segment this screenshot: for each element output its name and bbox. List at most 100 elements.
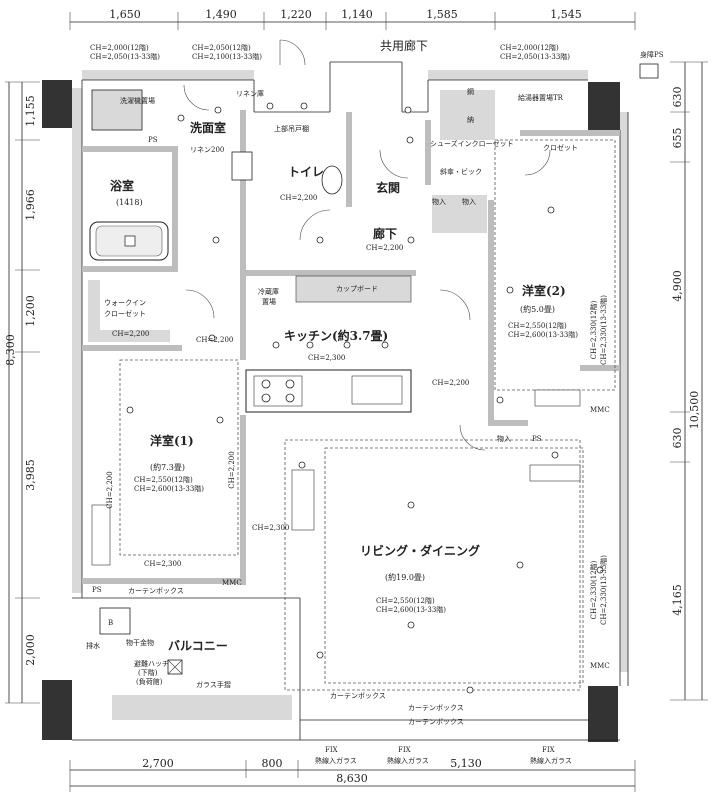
balcony-label: バルコニー [168, 639, 228, 653]
dim-bottom-total: 8,630 [336, 772, 368, 785]
fridge-label-2: 置場 [262, 297, 276, 306]
room-labels: 共用廊下 洗面室 浴室 (1418) トイレ 玄関 廊下 キッチン(約3.7畳)… [110, 38, 566, 653]
ch-corr: CH=2,200 [196, 336, 233, 344]
ch-toilet-1: CH=2,050(12階) [192, 43, 251, 52]
ch-wic: CH=2,200 [112, 330, 149, 338]
ch-washroom-1: CH=2,000(12階) [90, 43, 149, 52]
ch-living-v2: CH=2,330(13-33階) [599, 555, 608, 625]
dim-top-5: 1,585 [426, 8, 458, 21]
living-size-label: (約19.0畳) [385, 572, 425, 582]
left-dimensions: 1,155 1,966 1,200 3,985 2,000 8,300 [4, 81, 40, 704]
wic-label-2: クローゼット [104, 309, 146, 318]
ch-toilet-3: CH=2,200 [280, 194, 317, 202]
fix-label-1: FIX [325, 746, 338, 754]
bottom-dimensions: 2,700 800 5,130 8,630 [69, 757, 636, 792]
shoe-closet-label: シューズインクローゼット [430, 139, 514, 148]
mmc-label-1: MMC [222, 579, 242, 587]
ch-shoe-1: CH=2,000(12階) [500, 43, 559, 52]
entrance-label: 玄関 [376, 180, 400, 195]
linen200-label: リネン200 [190, 146, 224, 154]
ch-western1-2: CH=2,600(13-33階) [134, 484, 204, 493]
kitchen-label: キッチン(約3.7畳) [284, 328, 388, 343]
bath-size-label: (1418) [116, 198, 143, 207]
linen-label: リネン庫 [236, 89, 264, 98]
dim-top-1: 1,650 [109, 8, 141, 21]
dwa-label-2: 納 [467, 115, 474, 124]
ch-shoe-2: CH=2,050(13-33階) [500, 52, 570, 61]
dim-bottom-1: 2,700 [142, 757, 174, 770]
mmc-label-3: MMC [590, 662, 610, 670]
top-dimensions: 1,650 1,490 1,220 1,140 1,585 1,545 [69, 8, 636, 30]
fixtures [88, 39, 659, 720]
drying-label: 物干金物 [126, 638, 154, 647]
ch-kitchen-2: CH=2,200 [432, 379, 469, 387]
ch-hall: CH=2,200 [366, 244, 403, 252]
ch-western1-right: CH=2,200 [228, 451, 236, 488]
western1-size-label: (約7.3畳) [150, 462, 185, 472]
ps-label-2: PS [92, 586, 102, 594]
dim-left-2: 1,966 [24, 189, 37, 221]
dim-right-4: 630 [671, 428, 684, 449]
ch-living-2: CH=2,600(13-33階) [376, 605, 446, 614]
ch-kitchen: CH=2,300 [308, 354, 345, 362]
fridge-label-1: 冷蔵庫 [258, 287, 279, 296]
dim-right-5: 4,165 [671, 584, 684, 616]
ps-label-1: PS [148, 136, 158, 144]
dim-bottom-2: 800 [262, 757, 283, 770]
ch-toilet-2: CH=2,100(13-33階) [192, 52, 262, 61]
laundry-label: 洗濯機置場 [120, 96, 155, 105]
ps-label-3: PS [532, 435, 542, 443]
upper-cabinet-label: 上部吊戸棚 [274, 124, 309, 133]
curtain-box-label-4: カーテンボックス [330, 692, 386, 700]
interior-walls [82, 110, 620, 585]
curtain-box-label-2: カーテンボックス [408, 704, 464, 712]
ch-living-1: CH=2,550(12階) [376, 596, 435, 605]
b-label: B [108, 619, 113, 627]
gas-meter-label: 給湯器置場TR [518, 93, 564, 102]
fix-label-2: FIX [398, 746, 411, 754]
hall-label: 廊下 [373, 226, 397, 241]
ch-western1-3: CH=2,300 [144, 560, 181, 568]
dim-left-5: 2,000 [24, 634, 37, 666]
western2-label: 洋室(2) [522, 283, 566, 298]
ceiling-labels: CH=2,000(12階) CH=2,050(13-33階) CH=2,050(… [90, 43, 608, 625]
pipe-label: 身障PS [640, 50, 664, 59]
western2-size-label: (約5.0畳) [520, 304, 555, 314]
dim-right-1: 630 [671, 87, 684, 108]
ch-western2-1: CH=2,550(12階) [508, 321, 567, 330]
ch-living-side: CH=2,300 [252, 524, 289, 532]
heat-glass-label-2: 熱線入ガラス [387, 756, 429, 765]
dim-right-2: 655 [671, 128, 684, 149]
curtain-box-label-3: カーテンボックス [408, 718, 464, 726]
storage-label-1: 物入 [432, 197, 446, 206]
glass-rail-label: ガラス手摺 [196, 680, 231, 689]
living-label: リビング・ダイニング [360, 543, 480, 558]
toilet-label: トイレ [288, 165, 324, 179]
ch-western1-1: CH=2,550(12階) [134, 475, 193, 484]
dim-top-2: 1,490 [205, 8, 237, 21]
dim-bottom-3: 5,130 [450, 757, 482, 770]
cupboard-label: カップボード [336, 285, 378, 293]
dim-left-1: 1,155 [24, 95, 37, 127]
dim-right-3: 4,900 [671, 270, 684, 302]
dim-left-4: 3,985 [24, 459, 37, 491]
mmc-label-2: MMC [590, 406, 610, 414]
ch-western2-v1: CH=2,330(12階) [589, 300, 598, 359]
escape-label-2: (下階) [138, 668, 158, 677]
heat-glass-label-1: 熱線入ガラス [315, 756, 357, 765]
washroom-label: 洗面室 [190, 120, 226, 135]
ch-western1-left: CH=2,200 [106, 471, 114, 508]
dim-left-total: 8,300 [4, 334, 17, 366]
shoe-sub-label: 斜傘・ビック [440, 167, 482, 176]
dim-right-total: 10,500 [688, 391, 701, 430]
closet-label: クロゼット [543, 143, 578, 152]
ch-living-v1: CH=2,330(12階) [589, 560, 598, 619]
curtain-box-label-1: カーテンボックス [128, 587, 184, 595]
storage-label-2: 物入 [462, 197, 476, 206]
dwa-label-1: 鋼 [467, 87, 474, 96]
escape-label-1: 避難ハッチ [134, 659, 169, 668]
right-dimensions: 630 655 4,900 630 4,165 10,500 [670, 61, 708, 701]
dim-top-6: 1,545 [550, 8, 582, 21]
outer-walls [42, 61, 629, 742]
